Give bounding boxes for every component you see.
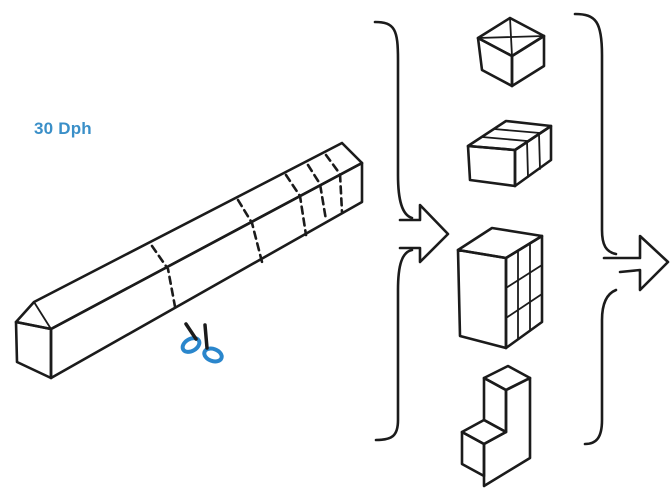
left-brace-icon [375,22,412,218]
cut-line [308,165,326,220]
cut-line [152,246,176,312]
cut-line [286,175,306,235]
bar-end-face [16,322,51,378]
cut-line [326,155,342,212]
l-shaped-block [462,366,530,486]
cut-line [238,200,262,262]
single-unit-cube [478,18,544,86]
scissors-icon [180,324,223,364]
right-brace-icon [575,14,616,254]
long-terrace-block [16,143,362,378]
arrow-right-icon [604,236,668,290]
three-unit-block [468,121,551,186]
apartment-block [458,228,542,348]
